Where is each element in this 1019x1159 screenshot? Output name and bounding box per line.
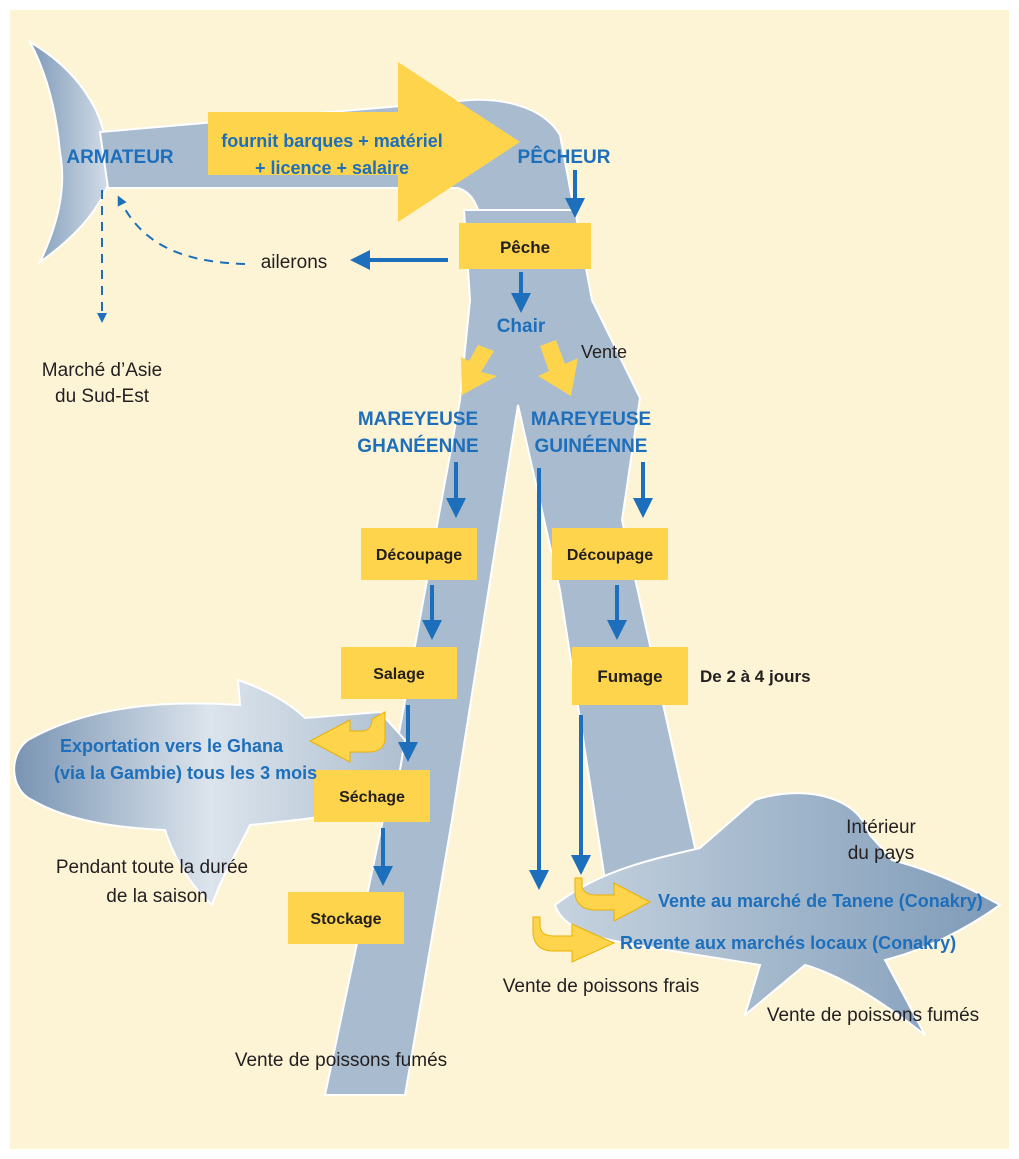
vente-tanene-label: Vente au marché de Tanene (Conakry) <box>658 891 983 911</box>
pendant-saison-line1: Pendant toute la durée <box>56 857 248 878</box>
step-fumage: Fumage <box>572 647 688 705</box>
mareyeuse-guineenne-line1: MAREYEUSE <box>531 409 651 430</box>
vente-fumes-right-label: Vente de poissons fumés <box>767 1005 979 1026</box>
marche-asie-line2: du Sud-Est <box>55 386 150 407</box>
step-decoupage-right: Découpage <box>552 528 668 580</box>
vente-frais-label: Vente de poissons frais <box>503 976 699 997</box>
step-fumage-label: Fumage <box>597 667 662 686</box>
step-peche: Pêche <box>459 223 591 269</box>
vente-fumes-left-label: Vente de poissons fumés <box>235 1050 447 1071</box>
marche-asie-line1: Marché d’Asie <box>42 360 162 381</box>
step-decoupage-left: Découpage <box>361 528 477 580</box>
big-arrow-line1: fournit barques + matériel <box>221 131 443 151</box>
export-ghana-line2: (via la Gambie) tous les 3 mois <box>54 763 317 783</box>
interieur-line1: Intérieur <box>846 817 916 838</box>
step-peche-label: Pêche <box>500 238 550 257</box>
big-arrow-line2: + licence + salaire <box>255 158 409 178</box>
mareyeuse-guineenne-line2: GUINÉENNE <box>535 435 648 457</box>
mareyeuse-ghaneenne-line2: GHANÉENNE <box>357 435 478 457</box>
step-decoupage-right-label: Découpage <box>567 547 653 564</box>
pendant-saison-line2: de la saison <box>106 886 207 907</box>
chair-label: Chair <box>497 316 546 337</box>
step-salage-label: Salage <box>373 666 425 683</box>
step-sechage: Séchage <box>314 770 430 822</box>
export-ghana-line1: Exportation vers le Ghana <box>60 736 284 756</box>
duree-fumage-label: De 2 à 4 jours <box>700 667 811 686</box>
ailerons-label: ailerons <box>261 252 328 273</box>
interieur-line2: du pays <box>848 843 915 864</box>
armateur-label: ARMATEUR <box>66 147 174 168</box>
step-sechage-label: Séchage <box>339 789 405 806</box>
step-decoupage-left-label: Découpage <box>376 547 462 564</box>
step-salage: Salage <box>341 647 457 699</box>
vente-label: Vente <box>581 342 627 362</box>
step-stockage: Stockage <box>288 892 404 944</box>
revente-locaux-label: Revente aux marchés locaux (Conakry) <box>620 933 956 953</box>
mareyeuse-ghaneenne-line1: MAREYEUSE <box>358 409 478 430</box>
pecheur-label: PÊCHEUR <box>518 146 611 168</box>
step-stockage-label: Stockage <box>310 911 381 928</box>
